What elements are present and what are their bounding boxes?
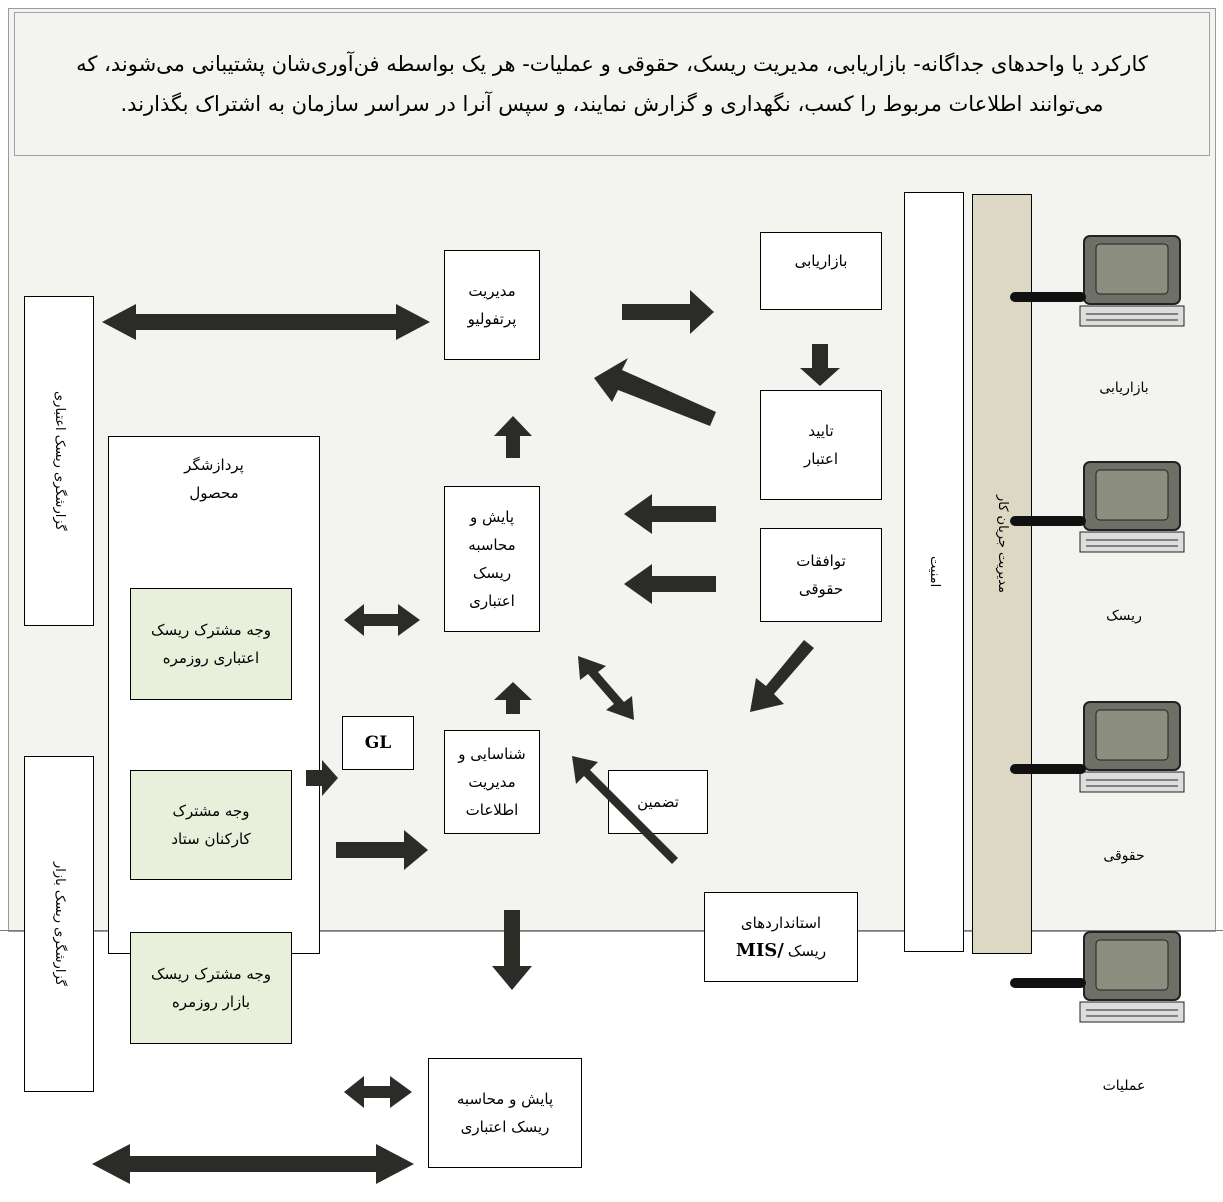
staff-interface-box: وجه مشترک کارکنان ستاد <box>130 770 292 880</box>
portfolio-management-box: مدیریت پرتفولیو <box>444 250 540 360</box>
marketing-box: بازاریابی <box>760 232 882 310</box>
computer-icon <box>1079 931 1185 1023</box>
computer-risk-label: ریسک <box>1106 608 1142 624</box>
mis-bold-label: MIS/ <box>735 940 784 961</box>
mis-standards-line2-wrap: ریسک MIS/ <box>736 937 826 965</box>
staff-interface-label: وجه مشترک کارکنان ستاد <box>171 802 251 848</box>
double-arrow-processor-bottom <box>344 1076 412 1108</box>
double-arrow-processor-monitoring <box>344 604 420 636</box>
legal-agreements-label: توافقات حقوقی <box>796 552 846 598</box>
computer-icon <box>1079 461 1185 553</box>
double-arrow-reporting-portfolio <box>102 304 430 340</box>
information-management-label: شناسایی و مدیریت اطلاعات <box>458 745 526 819</box>
collateral-box: تضمین <box>608 770 708 834</box>
workflow-management-column: مدیریت جریان کار <box>972 194 1032 954</box>
collateral-label: تضمین <box>637 793 679 811</box>
header-caption: کارکرد یا واحدهای جداگانه- بازاریابی، مد… <box>14 12 1210 156</box>
information-management-box: شناسایی و مدیریت اطلاعات <box>444 730 540 834</box>
arrow-info-to-monitoring <box>494 682 532 714</box>
credit-risk-monitoring-label: پایش و محاسبه ریسک اعتباری <box>468 508 516 610</box>
credit-risk-reporting-box: گزارشگری ریسک اعتباری <box>24 296 94 626</box>
computer-operations <box>1074 930 1188 1028</box>
daily-credit-risk-interface-box: وجه مشترک ریسک اعتباری روزمره <box>130 588 292 700</box>
bottom-credit-risk-monitoring-label: پایش و محاسبه ریسک اعتباری <box>456 1090 554 1136</box>
arrow-monitoring-to-portfolio <box>494 416 532 458</box>
arrow-mis-to-info <box>572 756 678 864</box>
portfolio-management-label: مدیریت پرتفولیو <box>467 282 517 328</box>
arrow-marketing-to-approval <box>800 344 840 386</box>
divider-line <box>0 930 1223 931</box>
computer-operations-label: عملیات <box>1102 1078 1146 1094</box>
computer-legal-label: حقوقی <box>1103 848 1145 864</box>
arrow-down-to-bottom-monitoring <box>492 910 532 990</box>
credit-approval-label: تایید اعتبار <box>804 422 838 468</box>
daily-credit-risk-interface-label: وجه مشترک ریسک اعتباری روزمره <box>151 621 271 667</box>
arrow-portfolio-to-marketing <box>622 290 714 334</box>
market-risk-reporting-box: گزارشگری ریسک بازار <box>24 756 94 1092</box>
arrow-approval-to-monitoring <box>624 494 716 534</box>
computer-legal <box>1074 700 1188 798</box>
mis-standards-line2: ریسک <box>787 942 827 960</box>
gl-box: GL <box>342 716 414 770</box>
daily-market-risk-interface-label: وجه مشترک ریسک بازار روزمره <box>151 965 271 1011</box>
security-column: امنیت <box>904 192 964 952</box>
mis-risk-standards-box: استانداردهای ریسک MIS/ <box>704 892 858 982</box>
arrow-legal-to-collateral <box>750 640 814 712</box>
security-label: امنیت <box>927 556 942 588</box>
legal-agreements-box: توافقات حقوقی <box>760 528 882 622</box>
computer-operations-connector <box>1010 978 1086 988</box>
mis-standards-line1: استانداردهای <box>740 914 822 932</box>
bottom-credit-risk-monitoring-box: پایش و محاسبه ریسک اعتباری <box>428 1058 582 1168</box>
credit-risk-monitoring-box: پایش و محاسبه ریسک اعتباری <box>444 486 540 632</box>
daily-market-risk-interface-box: وجه مشترک ریسک بازار روزمره <box>130 932 292 1044</box>
market-risk-reporting-label: گزارشگری ریسک بازار <box>52 862 67 986</box>
computer-risk <box>1074 460 1188 558</box>
computer-risk-connector <box>1010 516 1086 526</box>
computer-marketing-label: بازاریابی <box>1099 380 1149 396</box>
double-arrow-bottom-long <box>92 1144 414 1184</box>
product-processor-label: پردازشگر محصول <box>184 456 244 502</box>
arrow-legal-to-monitoring <box>624 564 716 604</box>
header-text: کارکرد یا واحدهای جداگانه- بازاریابی، مد… <box>76 52 1148 116</box>
computer-icon <box>1079 701 1185 793</box>
computer-icon <box>1079 235 1185 327</box>
arrow-processor-to-gl <box>306 760 338 796</box>
arrow-staff-to-info <box>336 830 428 870</box>
workflow-management-label: مدیریت جریان کار <box>995 495 1010 593</box>
computer-marketing-connector <box>1010 292 1086 302</box>
computer-marketing <box>1074 234 1188 332</box>
credit-risk-reporting-label: گزارشگری ریسک اعتباری <box>52 391 67 531</box>
computer-legal-connector <box>1010 764 1086 774</box>
marketing-label: بازاریابی <box>794 252 848 270</box>
credit-approval-box: تایید اعتبار <box>760 390 882 500</box>
double-arrow-monitoring-collateral <box>578 656 634 720</box>
arrow-approval-to-portfolio <box>594 358 716 426</box>
gl-label: GL <box>364 733 392 753</box>
